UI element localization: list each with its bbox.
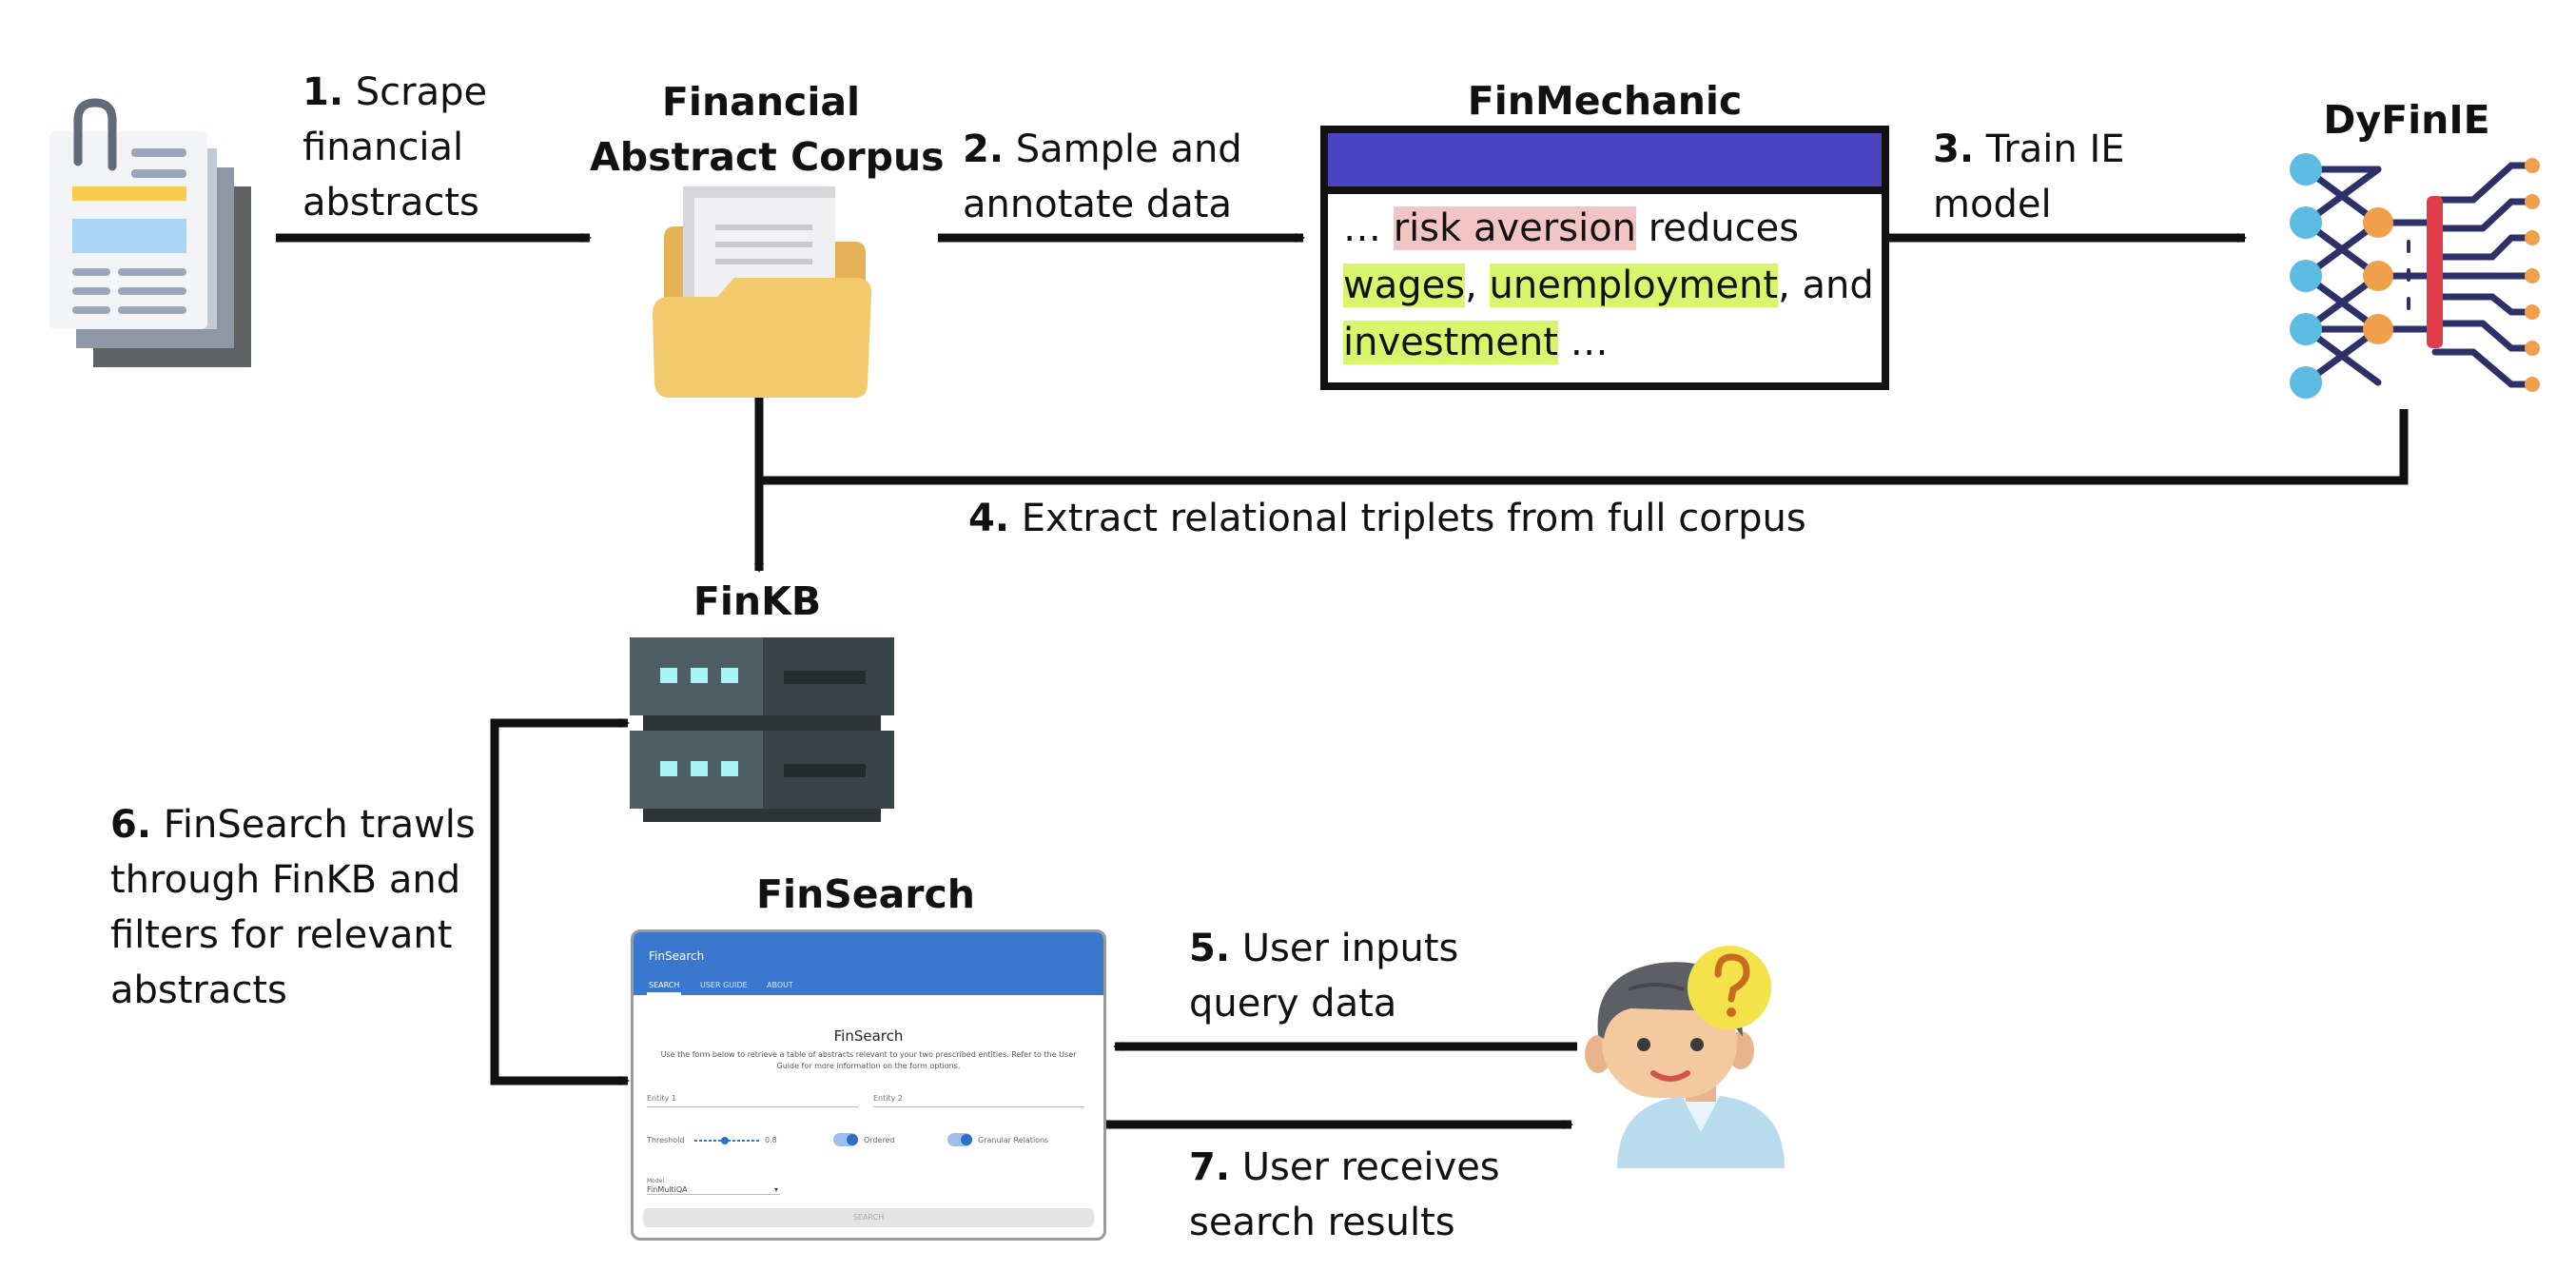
folder-icon bbox=[653, 186, 871, 398]
model-label: Model bbox=[647, 1178, 665, 1184]
corpus-title: Financial Abstract Corpus bbox=[590, 74, 945, 185]
step2-line2: annotate data bbox=[963, 183, 1232, 226]
entity1-field[interactable]: Entity 1 bbox=[647, 1094, 858, 1107]
tab-search[interactable]: SEARCH bbox=[649, 981, 680, 989]
chevron-down-icon: ▾ bbox=[773, 1185, 778, 1194]
step1-label: 1. Scrape financial abstracts bbox=[302, 65, 550, 230]
search-button[interactable]: SEARCH bbox=[643, 1208, 1094, 1227]
model-value: FinMultiQA bbox=[647, 1185, 688, 1194]
step1-line1: Scrape bbox=[355, 70, 488, 114]
step2-line1: Sample and bbox=[1015, 127, 1242, 171]
entity-investment: investment bbox=[1343, 321, 1558, 364]
step1-number: 1. bbox=[302, 70, 344, 114]
step6-number: 6. bbox=[110, 803, 152, 847]
tab-user-guide[interactable]: USER GUIDE bbox=[700, 981, 748, 989]
tab-active-indicator bbox=[647, 992, 681, 995]
fm-line1-suffix: reduces bbox=[1636, 206, 1800, 250]
step1-line2: financial bbox=[302, 126, 464, 169]
step6-line1: FinSearch trawls bbox=[163, 803, 476, 847]
step5-line1: User inputs bbox=[1241, 927, 1459, 970]
arrows bbox=[276, 233, 2409, 1129]
step7-label: 7. User receives search results bbox=[1189, 1140, 1532, 1250]
step6-line2: through FinKB and bbox=[110, 858, 461, 902]
step3-number: 3. bbox=[1933, 127, 1975, 171]
entity-unemployment: unemployment bbox=[1489, 264, 1779, 307]
step5-line2: query data bbox=[1189, 982, 1397, 1026]
step2-number: 2. bbox=[963, 127, 1005, 171]
step6-line4: abstracts bbox=[110, 968, 287, 1012]
step7-number: 7. bbox=[1189, 1145, 1231, 1189]
entity-risk-aversion: risk aversion bbox=[1393, 206, 1637, 250]
confused-user-icon bbox=[1585, 946, 1785, 1168]
finmechanic-text-line1: … risk aversion reduces bbox=[1343, 204, 1799, 253]
finsearch-app-screenshot: FinSearch SEARCH USER GUIDE ABOUT FinSea… bbox=[631, 929, 1106, 1241]
fm-line2-mid: , bbox=[1465, 264, 1490, 307]
fm-prefix: … bbox=[1343, 206, 1394, 250]
step3-label: 3. Train IE model bbox=[1933, 122, 2218, 232]
document-stack-icon bbox=[49, 98, 251, 367]
granular-relations-label: Granular Relations bbox=[978, 1136, 1049, 1144]
step3-line2: model bbox=[1933, 183, 2052, 226]
step2-label: 2. Sample and annotate data bbox=[963, 122, 1277, 232]
threshold-slider[interactable] bbox=[691, 1134, 767, 1147]
finmechanic-text-line3: investment … bbox=[1343, 318, 1609, 367]
corpus-title-line2: Abstract Corpus bbox=[590, 134, 945, 180]
finsearch-app-heading: FinSearch bbox=[833, 1027, 904, 1045]
database-server-icon bbox=[630, 637, 894, 822]
step7-line2: search results bbox=[1189, 1201, 1455, 1244]
ordered-toggle[interactable] bbox=[833, 1133, 858, 1146]
dyfinie-title: DyFinIE bbox=[2323, 97, 2490, 143]
finmechanic-title: FinMechanic bbox=[1467, 78, 1743, 124]
step1-line3: abstracts bbox=[302, 181, 479, 225]
neural-network-icon bbox=[2290, 153, 2540, 399]
tab-about[interactable]: ABOUT bbox=[767, 981, 793, 989]
step3-line1: Train IE bbox=[1985, 127, 2125, 171]
step4-text: Extract relational triplets from full co… bbox=[1021, 497, 1806, 540]
fm-line2-suffix: , and bbox=[1778, 264, 1874, 307]
step5-label: 5. User inputs query data bbox=[1189, 921, 1503, 1031]
model-select[interactable]: FinMultiQA ▾ bbox=[647, 1185, 780, 1195]
finsearch-app-description: Use the form below to retrieve a table o… bbox=[660, 1050, 1077, 1070]
finsearch-app-bar-title: FinSearch bbox=[649, 949, 705, 963]
arrow-trawl-bracket bbox=[490, 718, 628, 1085]
finsearch-title: FinSearch bbox=[756, 871, 975, 917]
finsearch-app-bar: FinSearch SEARCH USER GUIDE ABOUT bbox=[634, 932, 1103, 995]
entity-wages: wages bbox=[1343, 264, 1466, 307]
arrow-extract bbox=[759, 409, 2409, 485]
step6-line3: filters for relevant bbox=[110, 913, 453, 957]
step5-number: 5. bbox=[1189, 927, 1231, 970]
granular-relations-toggle[interactable] bbox=[947, 1133, 972, 1146]
ordered-label: Ordered bbox=[864, 1136, 895, 1144]
finmechanic-text-line2: wages, unemployment, and bbox=[1343, 261, 1874, 310]
step7-line1: User receives bbox=[1241, 1145, 1500, 1189]
step4-number: 4. bbox=[968, 497, 1010, 540]
step6-label: 6. FinSearch trawls through FinKB and fi… bbox=[110, 797, 510, 1018]
fm-line3-suffix: … bbox=[1557, 321, 1609, 364]
threshold-value: 0.8 bbox=[765, 1136, 777, 1144]
threshold-label: Threshold bbox=[647, 1136, 685, 1144]
entity2-field[interactable]: Entity 2 bbox=[873, 1094, 1084, 1107]
finkb-title: FinKB bbox=[693, 578, 822, 624]
corpus-title-line1: Financial bbox=[661, 79, 861, 125]
step4-label: 4. Extract relational triplets from full… bbox=[968, 491, 2015, 546]
